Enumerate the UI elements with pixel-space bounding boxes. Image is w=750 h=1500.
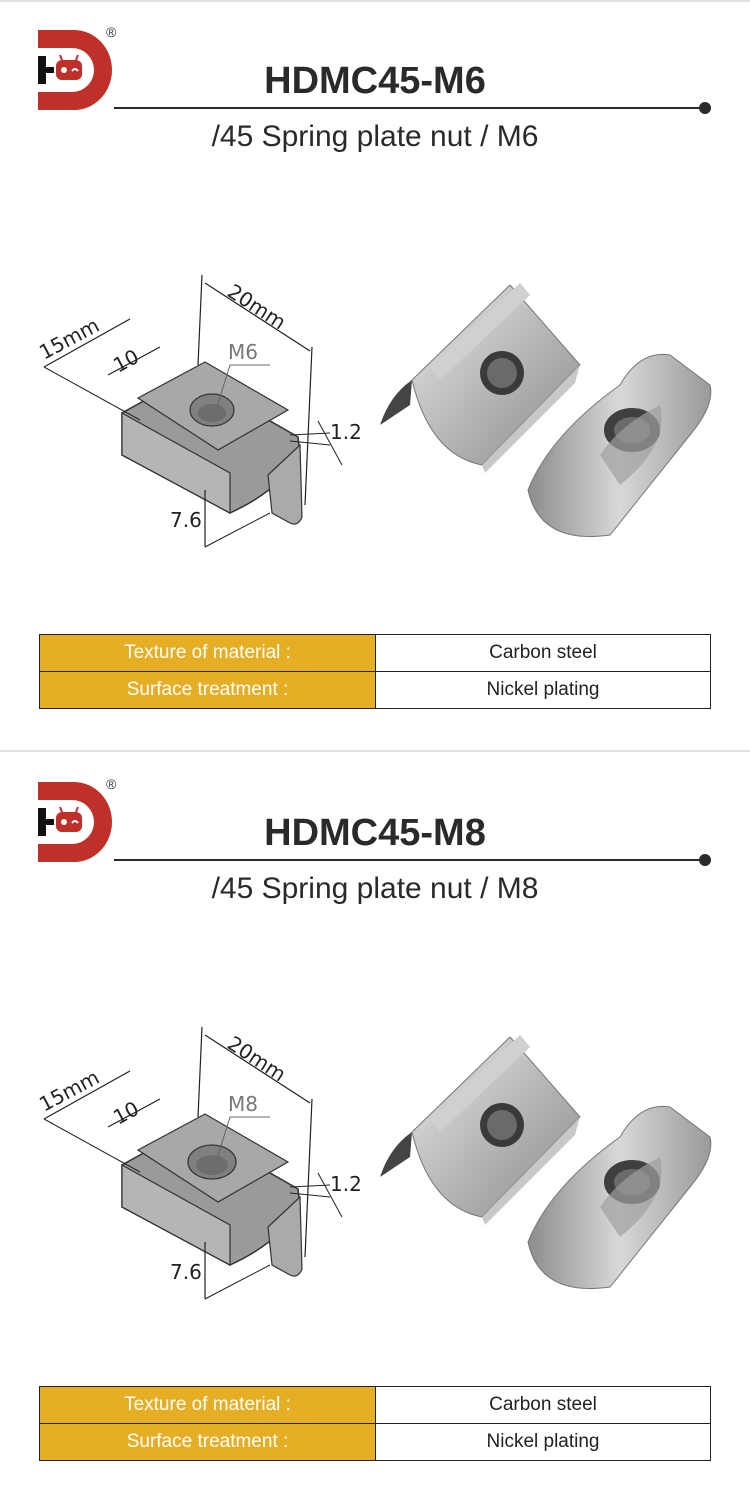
product-section-m8: ® HDMC45-M8 /45 Spring plate nut / M8 15… xyxy=(0,750,750,1500)
spec-table: Texture of material : Carbon steel Surfa… xyxy=(39,1386,711,1461)
spec-label: Surface treatment : xyxy=(39,1423,376,1461)
top-divider xyxy=(0,0,750,2)
spec-label: Surface treatment : xyxy=(39,671,376,709)
dim-width-total: 15mm xyxy=(35,1065,103,1116)
spec-row-material: Texture of material : Carbon steel xyxy=(39,1386,711,1424)
spec-table: Texture of material : Carbon steel Surfa… xyxy=(39,634,711,709)
spec-row-material: Texture of material : Carbon steel xyxy=(39,634,711,672)
dim-plate-thickness: 1.2 xyxy=(330,420,362,444)
technical-drawing: 15mm 10 20mm M8 1.2 7.6 xyxy=(35,1026,362,1300)
spec-value: Nickel plating xyxy=(375,671,711,709)
dim-height: 7.6 xyxy=(170,508,202,532)
registered-mark: ® xyxy=(106,776,117,792)
registered-mark: ® xyxy=(106,24,117,40)
product-section-m6: ® HDMC45-M6 /45 Spring plate nut / M6 15… xyxy=(35,24,712,709)
dim-width-top: 10 xyxy=(109,1096,143,1129)
product-model-title: HDMC45-M8 xyxy=(264,812,486,854)
dim-length: 20mm xyxy=(223,279,290,334)
technical-drawing: 15mm 10 20mm M6 1.2 7.6 xyxy=(35,274,362,548)
product-photo xyxy=(380,283,712,537)
underline-end-dot xyxy=(699,854,711,866)
dim-height: 7.6 xyxy=(170,1260,202,1284)
product-subtitle: /45 Spring plate nut / M8 xyxy=(211,872,539,905)
spec-label: Texture of material : xyxy=(39,634,376,672)
product-subtitle: /45 Spring plate nut / M6 xyxy=(211,120,539,153)
dim-width-top: 10 xyxy=(109,344,143,377)
brand-logo-icon xyxy=(38,782,112,862)
spec-value: Carbon steel xyxy=(375,1386,711,1424)
product-model-title: HDMC45-M6 xyxy=(264,60,486,102)
underline-end-dot xyxy=(699,102,711,114)
spec-label: Texture of material : xyxy=(39,1386,376,1424)
spec-row-surface: Surface treatment : Nickel plating xyxy=(39,671,711,709)
spec-value: Nickel plating xyxy=(375,1423,711,1461)
brand-logo-icon xyxy=(38,30,112,110)
dim-plate-thickness: 1.2 xyxy=(330,1172,362,1196)
spec-value: Carbon steel xyxy=(375,634,711,672)
dim-width-total: 15mm xyxy=(35,313,103,364)
title-underline xyxy=(114,107,706,109)
spec-row-surface: Surface treatment : Nickel plating xyxy=(39,1423,711,1461)
dim-length: 20mm xyxy=(223,1031,290,1086)
title-underline xyxy=(114,859,706,861)
product-photo xyxy=(380,1035,712,1289)
dim-thread: M8 xyxy=(228,1092,258,1116)
dim-thread: M6 xyxy=(228,340,258,364)
